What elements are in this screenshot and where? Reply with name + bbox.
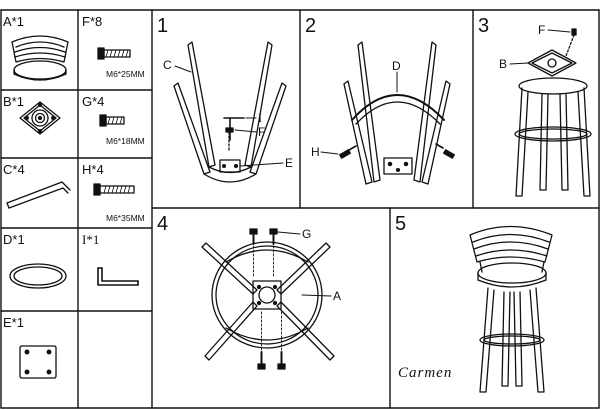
step-4-number: 4 — [157, 213, 169, 235]
step-2-callout-h: H — [311, 145, 320, 159]
part-f-label: F*8 — [82, 14, 103, 29]
bolt-icon — [93, 183, 135, 196]
step-1-callout-i: I — [258, 111, 262, 125]
step-1-number: 1 — [157, 15, 169, 37]
swivel-plate-icon — [19, 101, 61, 135]
step-3-number: 3 — [478, 15, 490, 37]
part-b-label: B*1 — [3, 94, 24, 109]
mount-plate-icon — [19, 345, 57, 379]
step-2-illustration — [320, 41, 455, 185]
step-1-illustration — [173, 41, 287, 183]
seat-icon — [11, 35, 69, 81]
step-2-number: 2 — [305, 15, 317, 37]
leg-icon — [6, 181, 71, 209]
part-f-spec: M6*25MM — [106, 69, 145, 79]
part-c-label: C*4 — [3, 162, 25, 177]
brand-name: Carmen — [398, 365, 453, 381]
part-d-label: D*1 — [3, 232, 25, 247]
step-1-callout-f: F — [258, 125, 266, 139]
bolt-icon — [99, 114, 125, 127]
part-i-label: I*1 — [82, 232, 100, 247]
step-5-illustration — [469, 225, 553, 393]
part-e-label: E*1 — [3, 315, 24, 330]
step-3-illustration — [509, 28, 592, 197]
grid-lines — [0, 9, 600, 409]
foot-ring-icon — [9, 263, 67, 289]
step-1-callout-c: C — [163, 58, 172, 72]
allen-key-icon — [97, 267, 139, 286]
step-4-callout-a: A — [333, 289, 342, 303]
step-4-illustration — [201, 228, 335, 370]
part-g-spec: M6*18MM — [106, 136, 145, 146]
step-5-number: 5 — [395, 213, 407, 235]
step-3-callout-b: B — [499, 57, 508, 71]
step-2-callout-d: D — [392, 59, 401, 73]
bolt-icon — [97, 47, 131, 60]
part-g-label: G*4 — [82, 94, 105, 109]
part-h-label: H*4 — [82, 162, 104, 177]
step-3-callout-f: F — [538, 23, 546, 37]
part-a-label: A*1 — [3, 14, 24, 29]
step-1-callout-e: E — [285, 156, 294, 170]
step-4-callout-g: G — [302, 227, 312, 241]
part-h-spec: M6*35MM — [106, 213, 145, 223]
